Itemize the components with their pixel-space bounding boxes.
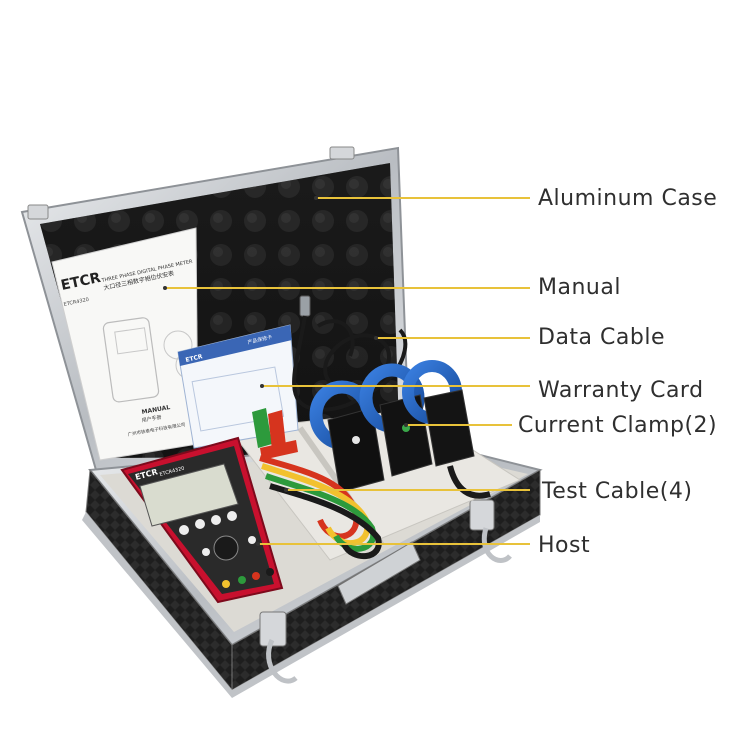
input-jack [238,576,246,584]
warranty-brand: ETCR [185,353,204,364]
callout-current-clamp: Current Clamp(2) [518,413,718,438]
host-meter: ETCR ETCR4320 [120,436,284,604]
lcd-screen [139,463,239,527]
callout-aluminum-case: Aluminum Case [538,186,718,211]
input-jack [252,572,260,580]
leader-lines [163,196,530,546]
manual-model: ETCR4320 [63,297,89,308]
manual: ETCR THREE PHASE DIGITAL PHASE METER 大口径… [51,227,205,461]
lid-corner-clip [329,146,355,160]
warranty-card: ETCR 产品保修卡 [177,324,299,449]
lid-corner-clip [27,204,49,220]
callout-manual: Manual [538,275,621,300]
current-clamp [402,360,491,499]
manual-heading-cn: 用户手册 [141,414,162,424]
callout-host: Host [538,533,591,558]
manual-heading-en: MANUAL [141,404,171,416]
input-jack [266,568,274,576]
alligator-clip [252,408,272,448]
clamp-logo-icon [352,436,360,444]
keypad [179,511,256,561]
input-jack [222,580,230,588]
case-latch [259,611,287,647]
alligator-clip [268,410,286,450]
callout-data-cable: Data Cable [538,325,665,350]
test-cables [252,408,382,560]
direction-pad [213,535,239,561]
callout-test-cable: Test Cable(4) [542,479,693,504]
case-handle [337,541,421,605]
data-cable [292,295,408,412]
alligator-clip [260,440,298,460]
callout-warranty-card: Warranty Card [538,378,704,403]
case-latch [469,499,495,531]
